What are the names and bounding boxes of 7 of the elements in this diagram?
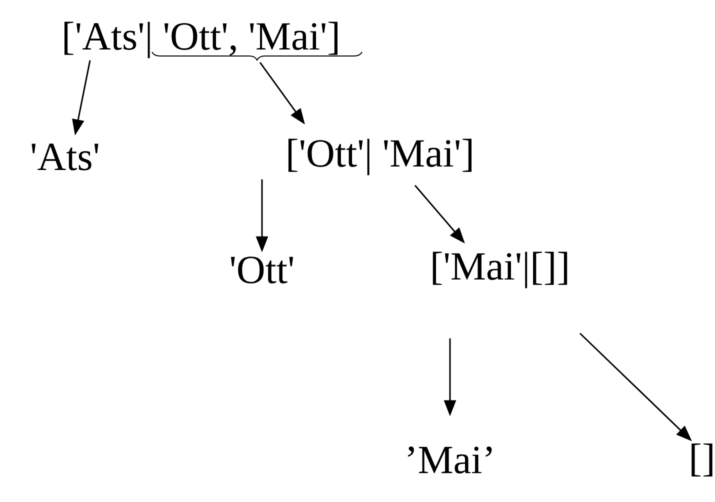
term-text: ’Mai’ [408,446,492,474]
term-text: ['Ats'| 'Ott', 'Mai'] [64,22,338,58]
term-text: ['Mai'|[]] [432,252,568,288]
term-text: ['Ott'| 'Mai'] [288,138,472,176]
term-text: 'Ats' [32,144,98,170]
term-text: [] [692,443,712,477]
term-text: 'Ott' [230,256,294,284]
